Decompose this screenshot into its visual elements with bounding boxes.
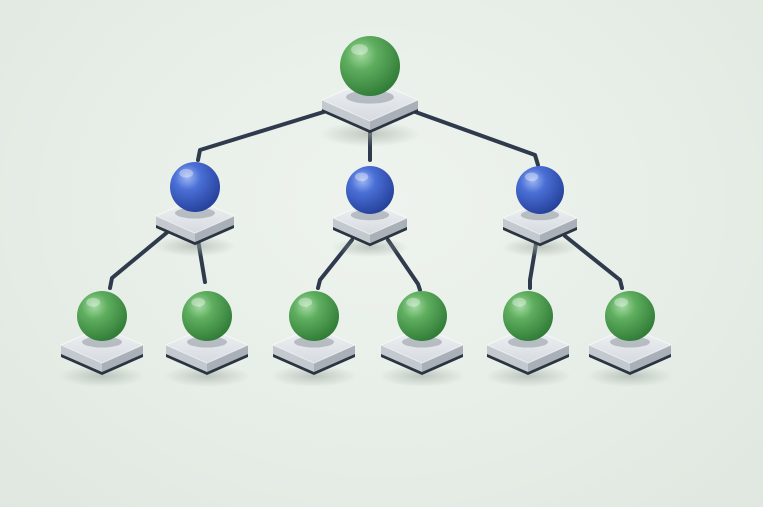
pedestal-shadow bbox=[586, 365, 674, 387]
node-l3 bbox=[270, 291, 358, 387]
pedestal-shadow bbox=[58, 365, 146, 387]
sphere-shadow bbox=[508, 336, 548, 348]
node-layer bbox=[58, 36, 674, 387]
sphere-shadow bbox=[402, 336, 442, 348]
pedestal-side-right bbox=[422, 345, 463, 373]
node-b1 bbox=[154, 162, 236, 257]
sphere-shadow bbox=[350, 209, 390, 221]
connector-b3-l6 bbox=[563, 234, 624, 290]
connector-b2-l4 bbox=[386, 238, 422, 292]
pedestal-side-right bbox=[540, 218, 577, 244]
pedestal-side-left bbox=[166, 345, 207, 373]
node-sphere-leaf bbox=[182, 291, 232, 341]
pedestal-side-right bbox=[195, 216, 234, 243]
pedestal-side-left bbox=[273, 345, 314, 373]
node-sphere-leaf bbox=[397, 291, 447, 341]
pedestal-side-right bbox=[528, 345, 569, 373]
connector-root-b1 bbox=[196, 108, 332, 162]
node-l1 bbox=[58, 291, 146, 387]
sphere-shadow bbox=[520, 209, 560, 221]
connector-root-b3 bbox=[408, 108, 540, 167]
pedestal-shadow bbox=[270, 365, 358, 387]
pedestal-shadow bbox=[484, 365, 572, 387]
sphere-highlight bbox=[614, 297, 629, 307]
node-b3 bbox=[501, 166, 579, 258]
node-sphere-leaf bbox=[289, 291, 339, 341]
pedestal-side-right bbox=[102, 345, 143, 373]
pedestal-side-right bbox=[207, 345, 248, 373]
pedestal-shadow bbox=[163, 365, 251, 387]
sphere-highlight bbox=[524, 172, 539, 182]
sphere-highlight bbox=[191, 297, 206, 307]
node-l6 bbox=[586, 291, 674, 387]
pedestal-shadow bbox=[331, 237, 409, 258]
pedestal-side-right bbox=[630, 345, 671, 373]
node-sphere-branch bbox=[170, 162, 220, 212]
node-l2 bbox=[163, 291, 251, 387]
pedestal-side-left bbox=[156, 216, 195, 243]
node-sphere-root bbox=[340, 36, 400, 96]
node-sphere-leaf bbox=[77, 291, 127, 341]
pedestal-side-left bbox=[322, 100, 370, 131]
sphere-shadow bbox=[175, 207, 215, 219]
sphere-shadow bbox=[294, 336, 334, 348]
pedestal-shadow bbox=[319, 121, 421, 147]
pedestal-shadow bbox=[154, 235, 236, 257]
pedestal-side-right bbox=[314, 345, 355, 373]
node-l4 bbox=[378, 291, 466, 387]
node-b2 bbox=[331, 166, 409, 258]
sphere-highlight bbox=[298, 297, 313, 307]
pedestal-side-left bbox=[589, 345, 630, 373]
pedestal-side-right bbox=[370, 100, 418, 131]
pedestal-shadow bbox=[501, 237, 579, 258]
sphere-highlight bbox=[406, 297, 421, 307]
pedestal-side-left bbox=[61, 345, 102, 373]
sphere-shadow bbox=[187, 336, 227, 348]
sphere-shadow bbox=[82, 336, 122, 348]
node-sphere-leaf bbox=[605, 291, 655, 341]
node-sphere-branch bbox=[516, 166, 564, 214]
sphere-highlight bbox=[354, 172, 369, 182]
node-sphere-branch bbox=[346, 166, 394, 214]
pedestal-side-left bbox=[503, 218, 540, 244]
node-sphere-leaf bbox=[503, 291, 553, 341]
node-l5 bbox=[484, 291, 572, 387]
connector-b1-l1 bbox=[108, 228, 172, 290]
sphere-highlight bbox=[512, 297, 527, 307]
sphere-highlight bbox=[351, 44, 368, 55]
pedestal-side-left bbox=[333, 218, 370, 244]
sphere-highlight bbox=[179, 168, 194, 178]
sphere-shadow bbox=[610, 336, 650, 348]
sphere-highlight bbox=[86, 297, 101, 307]
pedestal-shadow bbox=[378, 365, 466, 387]
pedestal-side-left bbox=[381, 345, 422, 373]
pedestal-side-left bbox=[487, 345, 528, 373]
sphere-shadow bbox=[346, 90, 394, 104]
node-root bbox=[319, 36, 421, 147]
pedestal-side-right bbox=[370, 218, 407, 244]
